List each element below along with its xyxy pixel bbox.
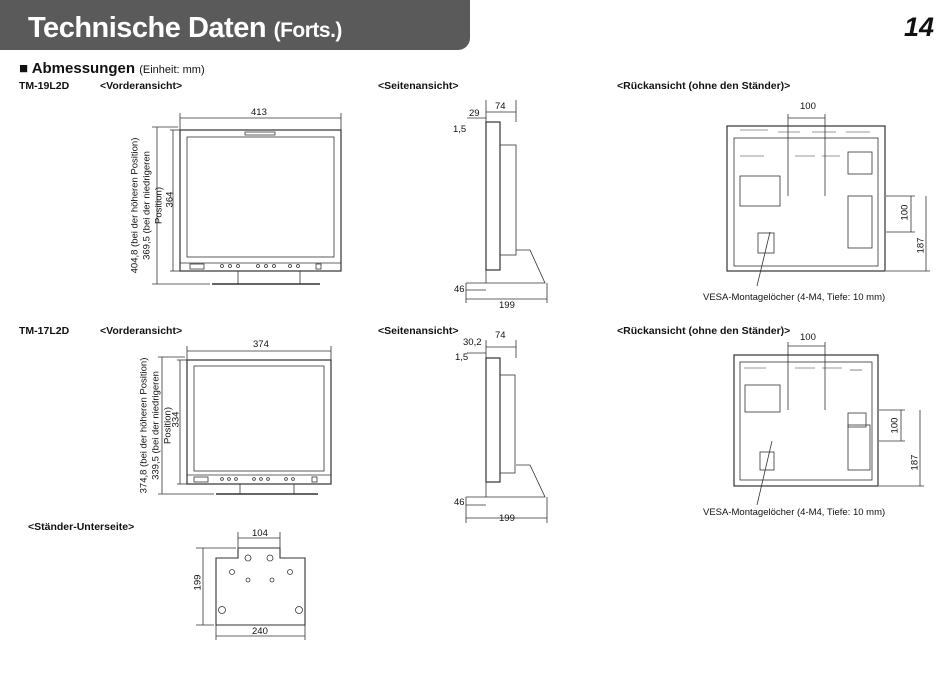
section-unit: (Einheit: mm) — [139, 64, 205, 76]
front-buttons-1 — [220, 263, 322, 270]
front-total-height-low-2: 339,5 (bei der niedrigeren — [150, 371, 162, 480]
side-view-drawing-2 — [465, 340, 548, 523]
page-title: Technische Daten (Forts.) — [28, 12, 342, 45]
front-view-label-1: <Vorderansicht> — [100, 80, 183, 92]
rear-view-label-1: <Rückansicht (ohne den Ständer)> — [617, 80, 791, 92]
rear-view-label-2: <Rückansicht (ohne den Ständer)> — [617, 325, 791, 337]
rear-vesa-h-1: 100 — [800, 101, 816, 112]
section-heading: ■ Abmessungen (Einheit: mm) — [19, 60, 205, 77]
side-base-b-1: 199 — [499, 300, 515, 311]
side-top-a-2: 30,2 — [463, 337, 482, 348]
section-title: Abmessungen — [31, 60, 136, 77]
side-top-a-1: 29 — [469, 108, 480, 119]
stand-label: <Ständer-Unterseite> — [28, 521, 135, 533]
model-name-2: TM-17L2D — [19, 325, 70, 337]
page-number: 14 — [903, 12, 934, 42]
front-total-height-low2-1: Position) — [153, 187, 165, 224]
rear-height-1: 187 — [915, 237, 927, 254]
front-total-height-low-1: 369,5 (bei der niedrigeren — [141, 151, 153, 260]
side-top-b-1: 74 — [495, 101, 506, 112]
side-offset-1: 1,5 — [453, 124, 467, 135]
side-base-a-1: 46 — [454, 284, 465, 295]
title-suffix: (Forts.) — [273, 19, 343, 42]
side-view-drawing-1 — [465, 100, 548, 303]
front-total-height-low2-2: Position) — [162, 407, 174, 444]
front-view-label-2: <Vorderansicht> — [100, 325, 183, 337]
rear-height-2: 187 — [909, 454, 921, 471]
header-bar — [0, 0, 470, 50]
rear-view-drawing-2 — [733, 342, 924, 506]
front-total-height-1: 404,8 (bei der höheren Position) — [129, 137, 141, 274]
side-offset-2: 1,5 — [455, 352, 469, 363]
front-height-1: 364 — [164, 191, 176, 208]
title-main: Technische Daten — [28, 12, 267, 44]
front-buttons-2 — [220, 476, 318, 483]
side-base-b-2: 199 — [499, 513, 515, 524]
vesa-note-1: VESA-Montagelöcher (4-M4, Tiefe: 10 mm) — [703, 292, 886, 303]
front-view-drawing-2 — [158, 346, 332, 495]
stand-drawing — [196, 532, 306, 640]
rear-vesa-h-2: 100 — [800, 332, 816, 343]
stand-top-width: 104 — [252, 528, 268, 539]
side-view-label-1: <Seitenansicht> — [378, 80, 459, 92]
stand-bottom-width: 240 — [252, 626, 268, 637]
side-view-label-2: <Seitenansicht> — [378, 325, 459, 337]
front-view-drawing-1 — [152, 113, 342, 285]
model-name-1: TM-19L2D — [19, 80, 70, 92]
bullet-icon: ■ — [19, 60, 29, 77]
rear-view-drawing-1 — [726, 114, 930, 287]
side-top-b-2: 74 — [495, 330, 506, 341]
side-base-a-2: 46 — [454, 497, 465, 508]
front-width-2: 374 — [253, 339, 269, 350]
rear-vesa-v-2: 100 — [889, 417, 901, 434]
front-total-height-2: 374,8 (bei der höheren Position) — [138, 357, 150, 494]
vesa-note-2: VESA-Montagelöcher (4-M4, Tiefe: 10 mm) — [703, 507, 886, 518]
front-width-1: 413 — [251, 107, 267, 118]
stand-height: 199 — [192, 574, 204, 591]
rear-vesa-v-1: 100 — [899, 204, 911, 221]
